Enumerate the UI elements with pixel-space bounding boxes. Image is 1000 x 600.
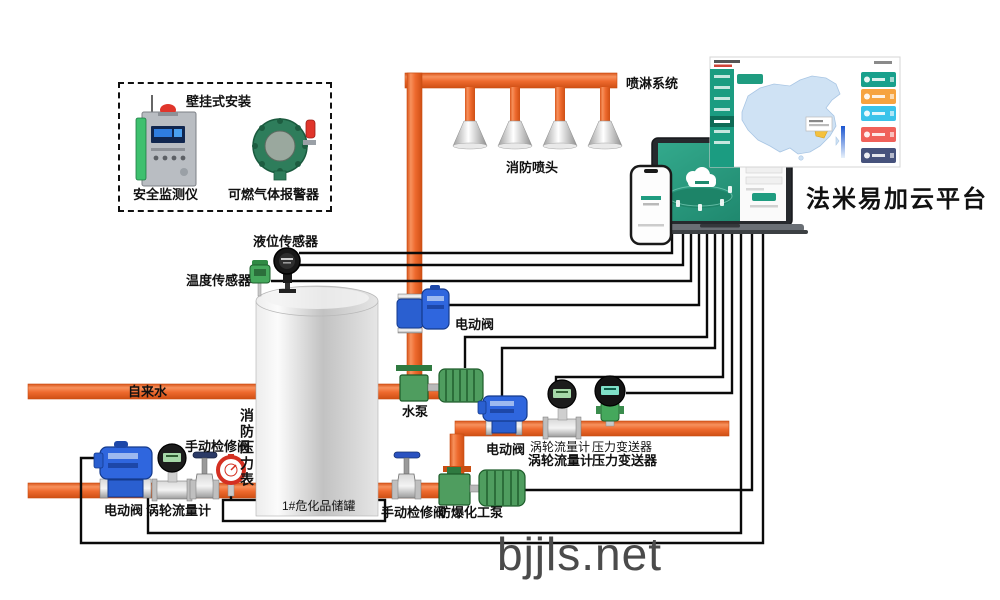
label-electric-valve-mid: 电动阀 (486, 442, 526, 457)
sprinkler-heads (452, 120, 623, 150)
wire-valve-mid (500, 233, 717, 396)
login-button (752, 193, 776, 201)
label-turbine-flow-meter-mid-1: 涡轮流量计 (530, 440, 591, 454)
fire-pressure-gauge (216, 454, 246, 497)
label-safety-monitor: 安全监测仪 (133, 187, 199, 202)
label-manual-valve-bottom-mid: 手动检修阀 (381, 505, 447, 520)
wire-valve-top (449, 233, 701, 307)
turbine-flow-meter-bottom (151, 443, 193, 502)
label-level-sensor: 液位传感器 (253, 234, 319, 249)
map-legend (841, 126, 845, 158)
label-tank: 1#危化品储罐 (282, 499, 356, 513)
wire-bus-flowmeter-bottom (146, 233, 743, 535)
electric-valve-bottom (93, 441, 153, 499)
watermark: bjjls.net (497, 528, 662, 580)
label-gas-alarm: 可燃气体报警器 (228, 187, 320, 202)
storage-tank (255, 285, 379, 517)
wire-level-sensor (299, 233, 674, 255)
label-turbine-flow-meter-mid-2: 涡轮流量计 (528, 453, 594, 468)
spray-header-pipe (404, 72, 618, 89)
turbine-flow-meter-mid (542, 379, 582, 440)
wire-bus-valve-bottom (79, 233, 765, 545)
dashboard-screenshot (709, 56, 901, 168)
label-pressure-transmitter-1: 压力变送器 (592, 440, 653, 454)
smartphone (629, 164, 673, 246)
label-electric-valve-top: 电动阀 (455, 317, 495, 332)
wire-pressure-transmitter (626, 233, 734, 395)
label-water-pump: 水泵 (402, 404, 429, 419)
wall-mount-title: 壁挂式安装 (186, 94, 252, 109)
wall-mount-group-box (118, 82, 332, 212)
label-manual-valve-bottom-left: 手动检修阀 (185, 439, 251, 454)
level-sensor (273, 247, 301, 293)
wire-flowmeter-mid (554, 233, 725, 382)
explosion-proof-pump (438, 467, 526, 507)
signal-wires (79, 233, 765, 545)
label-temp-sensor: 温度传感器 (186, 273, 252, 288)
main-riser-pipe (406, 72, 423, 400)
label-spray-system: 喷淋系统 (626, 76, 679, 91)
wire-explosion-pump (524, 233, 754, 492)
wire-level-sensor-2 (299, 233, 685, 267)
sprinkler-risers (465, 87, 610, 122)
manual-valve-bottom-left (189, 451, 220, 500)
wire-temp-sensor (271, 233, 693, 283)
dashboard-stat-cards (861, 72, 896, 163)
water-pump (396, 365, 484, 403)
wire-water-pump (463, 233, 709, 368)
gas-alarm-device (252, 118, 316, 181)
pressure-transmitter (594, 375, 626, 427)
label-tap-water: 自来水 (128, 384, 168, 399)
safety-monitor-device (135, 95, 197, 187)
label-fire-pressure-gauge: 消防压力表 (239, 408, 255, 488)
login-panel (745, 165, 783, 208)
dashboard-map-button (737, 74, 763, 84)
temperature-sensor (249, 260, 271, 297)
label-electric-valve-bottom: 电动阀 (104, 503, 144, 518)
process-pipe (454, 420, 730, 437)
manual-valve-bottom-mid (391, 451, 422, 500)
label-fire-sprinkler: 消防喷头 (506, 160, 559, 175)
label-explosion-proof-pump: 防爆化工泵 (438, 505, 504, 520)
electric-valve-mid (477, 395, 528, 436)
label-pressure-transmitter-2: 压力变送器 (592, 453, 658, 468)
platform-title: 法米易加云平台 (806, 186, 988, 213)
label-turbine-flow-meter-bottom: 涡轮流量计 (146, 503, 212, 518)
electric-valve-top (396, 285, 450, 334)
dashboard-title-bar (714, 60, 740, 63)
